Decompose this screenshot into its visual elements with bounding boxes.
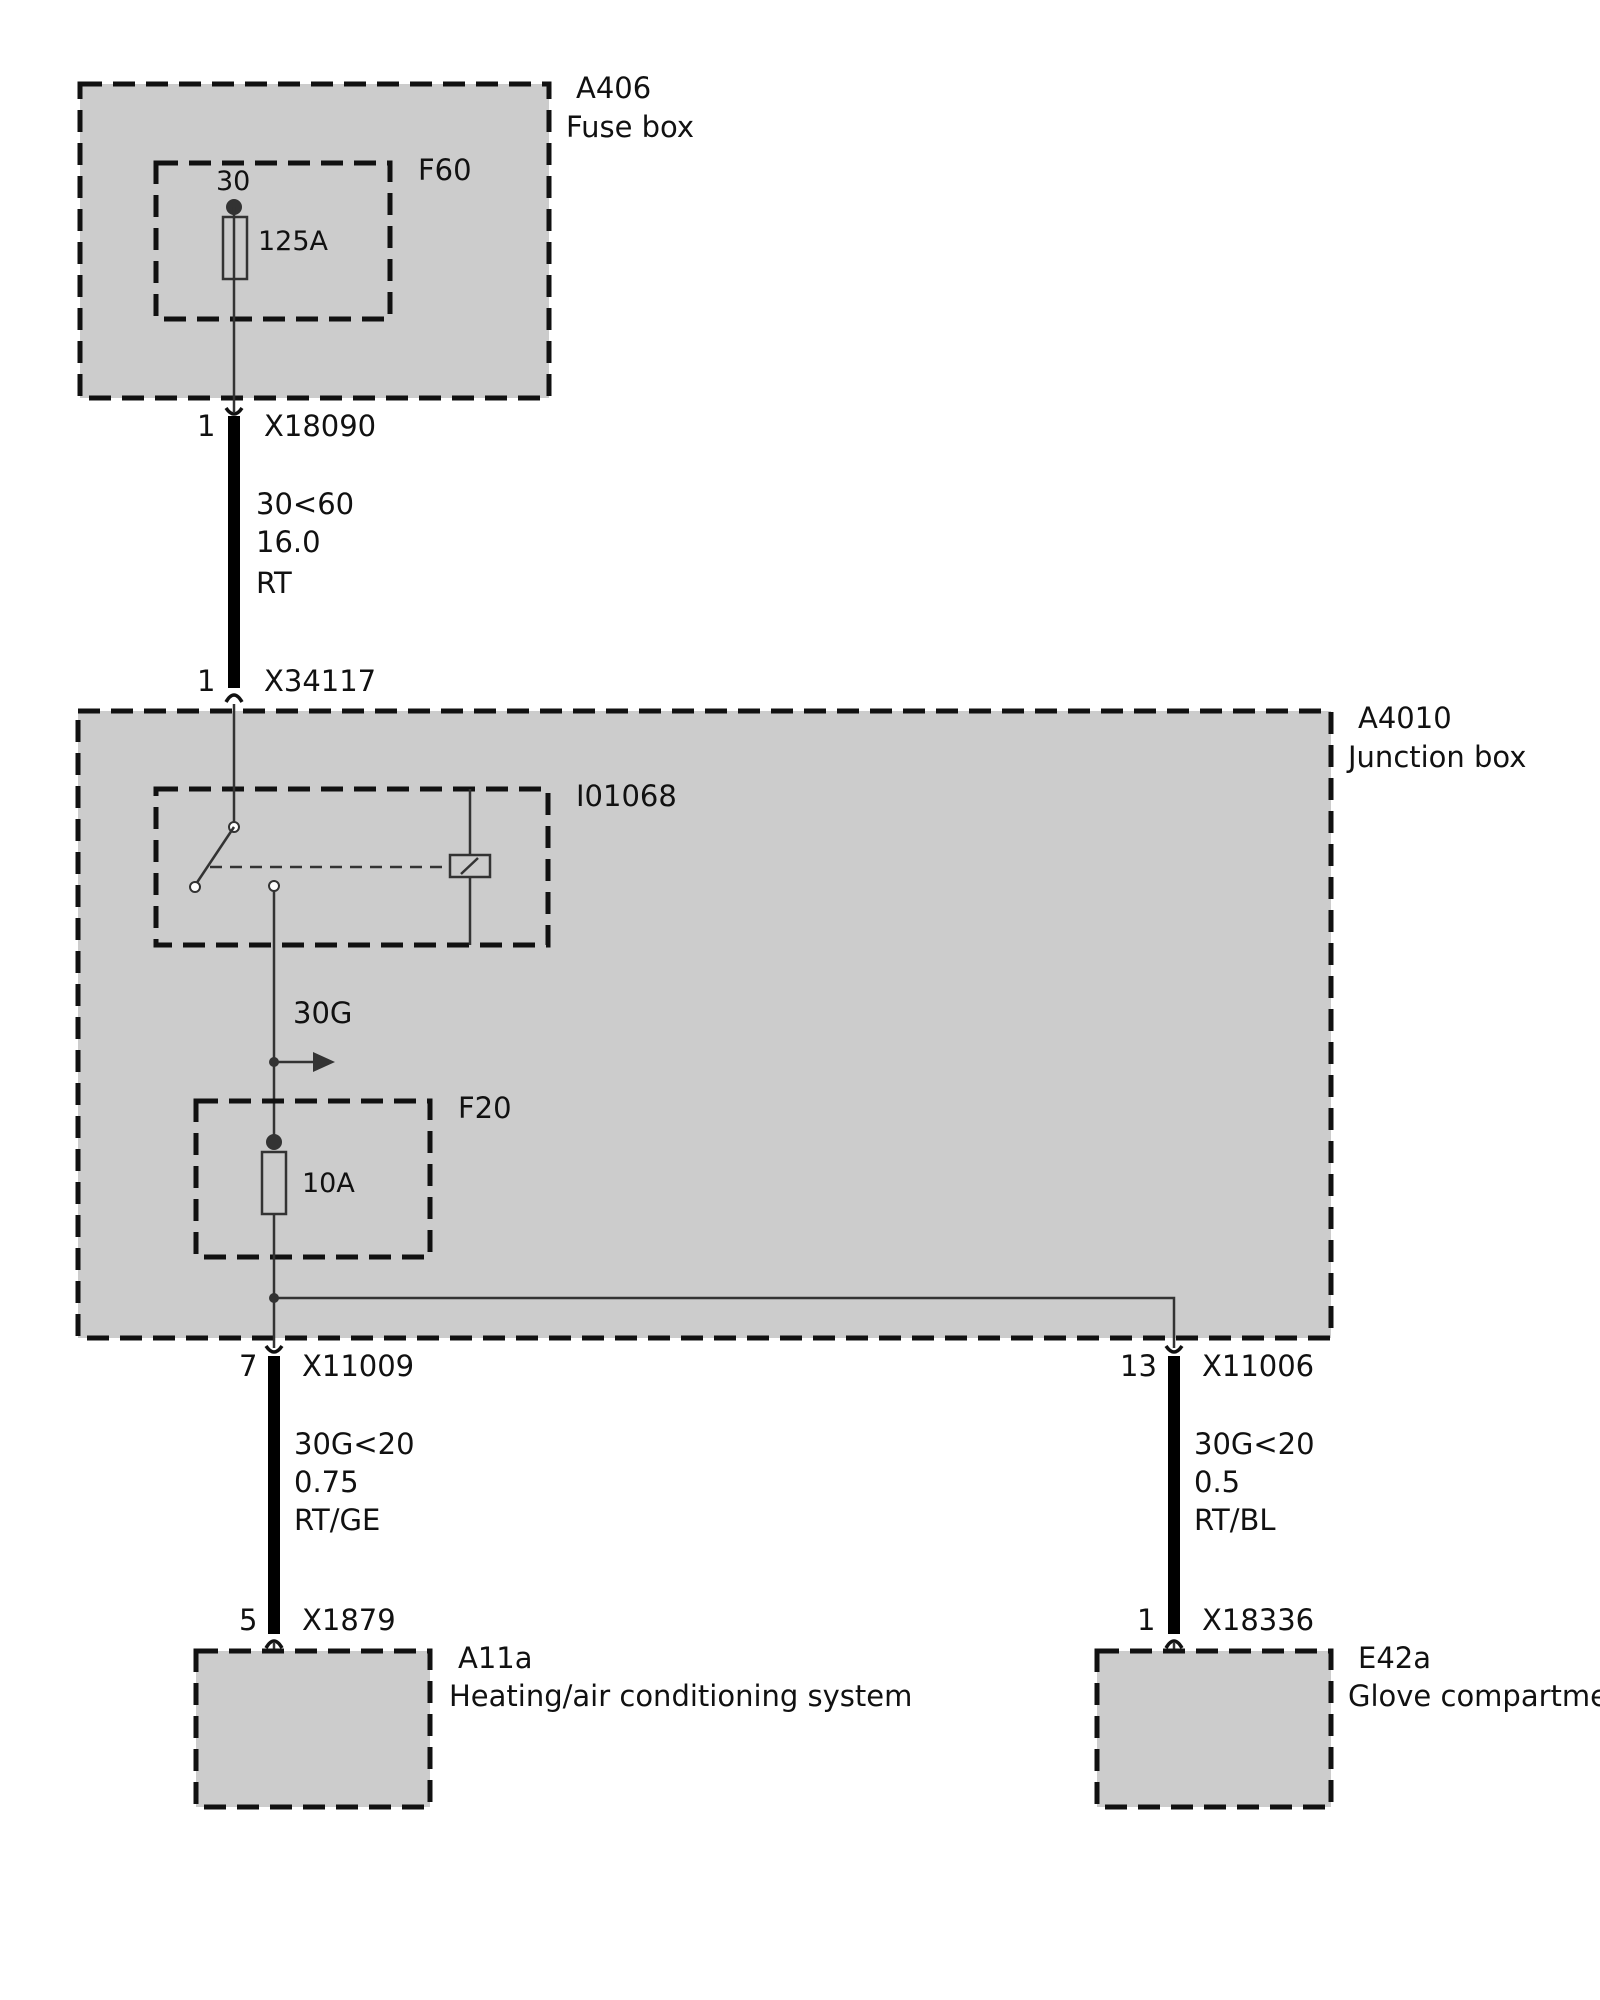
junction-box-id: A4010 bbox=[1358, 701, 1452, 735]
connector-x1879: 5 X1879 bbox=[239, 1603, 396, 1650]
connector-x18336-pin: 1 bbox=[1137, 1603, 1155, 1637]
relay-contact bbox=[268, 880, 280, 892]
junction-box-name: Junction box bbox=[1346, 740, 1526, 774]
connector-x11009: 7 X11009 bbox=[239, 1344, 414, 1383]
connector-x11009-pin: 7 bbox=[239, 1349, 257, 1383]
wire-glove-size: 0.5 bbox=[1194, 1465, 1240, 1499]
wire-hvac: 30G<20 0.75 RT/GE bbox=[268, 1356, 415, 1634]
wire-glove: 30G<20 0.5 RT/BL bbox=[1168, 1356, 1315, 1634]
wire-main-size: 16.0 bbox=[256, 525, 321, 559]
hvac-id: A11a bbox=[458, 1641, 533, 1675]
wire-glove-color: RT/BL bbox=[1194, 1503, 1276, 1537]
wire-main-circuit: 30<60 bbox=[256, 487, 354, 521]
connector-x11009-id: X11009 bbox=[302, 1349, 414, 1383]
fuse-f20: F20 10A bbox=[193, 1091, 512, 1260]
wire-hvac-color: RT/GE bbox=[294, 1503, 380, 1537]
fuse-f60-rating: 125A bbox=[258, 226, 329, 257]
connector-x18336-id: X18336 bbox=[1202, 1603, 1314, 1637]
wire-main-color: RT bbox=[256, 566, 292, 600]
connector-x18090-pin: 1 bbox=[197, 409, 215, 443]
connector-x11006-id: X11006 bbox=[1202, 1349, 1314, 1383]
relay-id: I01068 bbox=[576, 779, 677, 813]
glove-id: E42a bbox=[1358, 1641, 1431, 1675]
wire-hvac-circuit: 30G<20 bbox=[294, 1427, 415, 1461]
glove-e42a: E42a Glove compartme bbox=[1094, 1641, 1600, 1810]
hvac-name: Heating/air conditioning system bbox=[449, 1679, 912, 1713]
fuse-box-name: Fuse box bbox=[566, 110, 694, 144]
fuse-box-id: A406 bbox=[576, 71, 651, 105]
relay-i01068: I01068 bbox=[153, 704, 677, 948]
connector-x11006-pin: 13 bbox=[1120, 1349, 1157, 1383]
connector-x18336: 1 X18336 bbox=[1137, 1603, 1314, 1650]
fuse-f60-id: F60 bbox=[418, 153, 472, 187]
fuse-f60-terminal: 30 bbox=[216, 166, 250, 197]
glove-name: Glove compartme bbox=[1348, 1679, 1600, 1713]
branch-label: 30G bbox=[293, 996, 352, 1030]
wire-glove-circuit: 30G<20 bbox=[1194, 1427, 1315, 1461]
connector-x34117: 1 X34117 bbox=[197, 664, 376, 703]
relay-contact bbox=[189, 881, 201, 893]
connector-x34117-id: X34117 bbox=[264, 664, 376, 698]
connector-x34117-pin: 1 bbox=[197, 664, 215, 698]
wire-main: 30<60 16.0 RT bbox=[228, 416, 354, 688]
connector-x11006: 13 X11006 bbox=[1120, 1344, 1314, 1383]
junction-box-a4010: A4010 Junction box bbox=[75, 701, 1526, 1341]
connector-x1879-id: X1879 bbox=[302, 1603, 396, 1637]
terminal-dot bbox=[266, 1134, 282, 1150]
fuse-f20-id: F20 bbox=[458, 1091, 512, 1125]
hvac-a11a: A11a Heating/air conditioning system bbox=[193, 1641, 912, 1810]
connector-x18090: 1 X18090 bbox=[197, 406, 376, 443]
fuse-box-a406: A406 Fuse box bbox=[77, 71, 694, 401]
fuse-f60: F60 30 125A bbox=[153, 153, 472, 398]
branch-arrow bbox=[269, 1052, 335, 1072]
connector-x1879-pin: 5 bbox=[239, 1603, 257, 1637]
fuse-f20-rating: 10A bbox=[302, 1168, 355, 1199]
connector-x18090-id: X18090 bbox=[264, 409, 376, 443]
wire-hvac-size: 0.75 bbox=[294, 1465, 359, 1499]
